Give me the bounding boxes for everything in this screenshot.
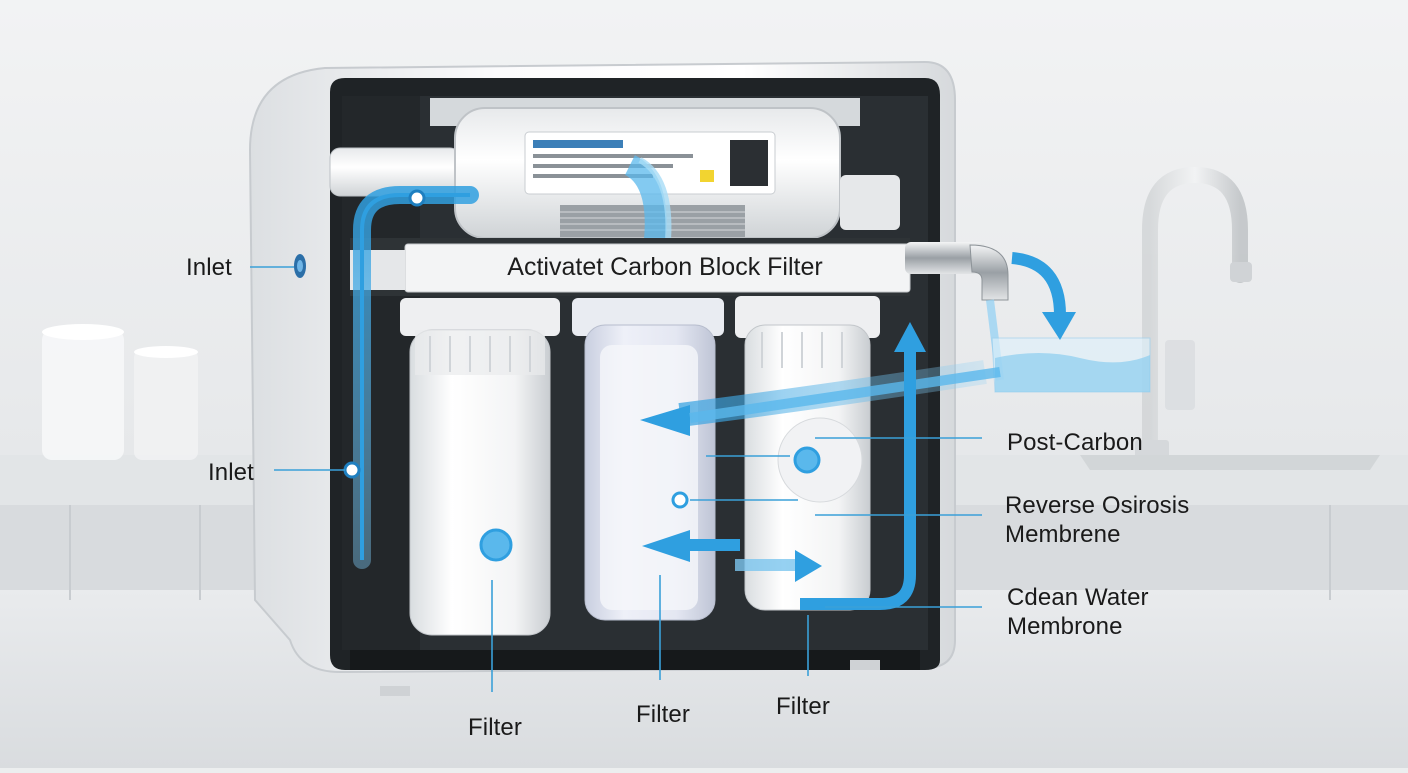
post-carbon-label: Post-Carbon (1007, 429, 1143, 456)
background-faucet (1080, 166, 1380, 470)
inlet-label-side: Inlet (208, 459, 254, 486)
carbon-block-cartridge (329, 98, 900, 241)
background-canisters (42, 324, 198, 460)
filter-label-right: Filter (776, 693, 830, 720)
reverse-osmosis-label-line2: Membrene (1005, 521, 1121, 548)
inlet-label-top: Inlet (186, 254, 232, 281)
filter-label-middle: Filter (636, 701, 690, 728)
manifold-banner (350, 238, 911, 296)
reverse-osmosis-label-line1: Reverse Osirosis (1005, 492, 1190, 519)
water-flow (353, 186, 1076, 610)
filter-label-left: Filter (468, 714, 522, 741)
outlet-spout (905, 242, 1009, 381)
clean-water-label-line1: Cdean Water (1007, 584, 1149, 611)
carbon-block-filter-label: Activatet Carbon Block Filter (507, 253, 823, 281)
flow-markers (343, 189, 821, 562)
leader-lines (250, 266, 982, 692)
clean-water-label-line2: Membrone (1007, 613, 1123, 640)
water-glass (991, 337, 1151, 393)
